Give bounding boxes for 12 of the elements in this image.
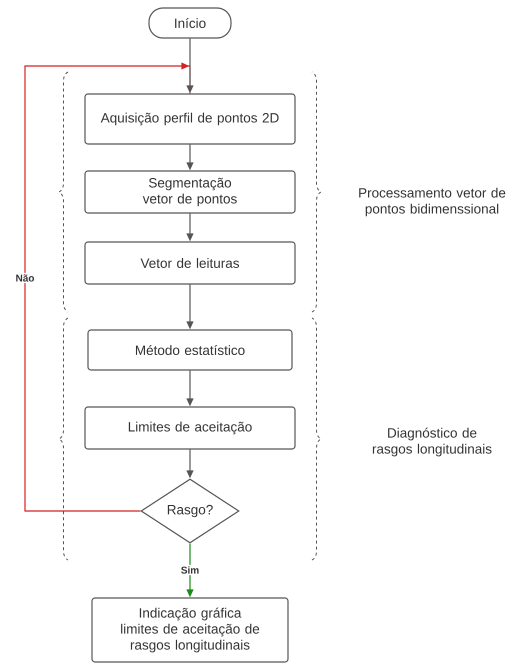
process-box: Limites de aceitação: [84, 406, 296, 450]
edge-label: Não: [14, 272, 36, 284]
process-box: Aquisição perfil de pontos 2D: [84, 93, 296, 145]
process-box: Método estatístico: [87, 329, 293, 371]
process-box: Segmentação vetor de pontos: [84, 170, 296, 214]
brace-label: Diagnóstico de rasgos longitudinais: [372, 428, 492, 456]
start-terminal: Início: [148, 7, 232, 39]
edge-label: Sim: [179, 564, 201, 576]
process-box: Indicação gráfica limites de aceitação de rasgos longitudinais: [91, 597, 289, 663]
process-box: Vetor de leituras: [84, 241, 296, 285]
arrow: [24, 62, 191, 512]
brace-label: Processamento vetor de pontos bidimenssional: [359, 188, 506, 216]
